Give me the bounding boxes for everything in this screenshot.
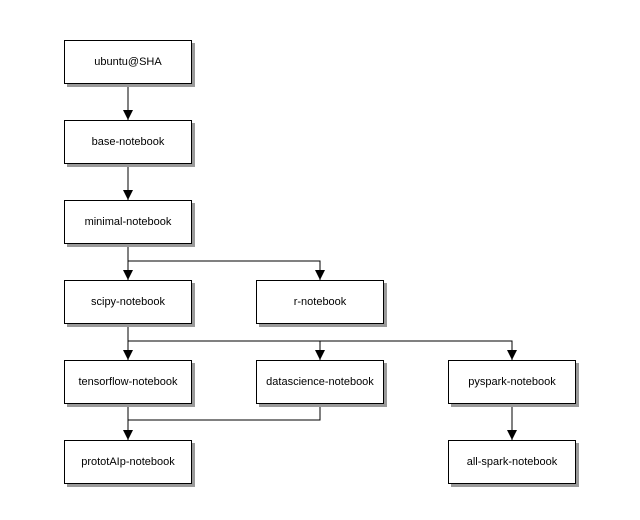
node-pyspark-notebook: pyspark-notebook: [448, 360, 576, 404]
node-r-notebook: r-notebook: [256, 280, 384, 324]
node-label: base-notebook: [91, 136, 165, 148]
node-label: r-notebook: [293, 296, 347, 308]
node-ubuntu: ubuntu@SHA: [64, 40, 192, 84]
node-prototaip-notebook: prototAIp-notebook: [64, 440, 192, 484]
node-label: minimal-notebook: [84, 216, 172, 228]
node-scipy-notebook: scipy-notebook: [64, 280, 192, 324]
node-all-spark-notebook: all-spark-notebook: [448, 440, 576, 484]
node-datascience-notebook: datascience-notebook: [256, 360, 384, 404]
edge-minimal-r: [128, 260, 325, 280]
node-minimal-notebook: minimal-notebook: [64, 200, 192, 244]
edge-scipy-pyspark: [320, 340, 517, 360]
node-label: scipy-notebook: [91, 296, 165, 308]
node-label: all-spark-notebook: [466, 456, 558, 468]
node-label: tensorflow-notebook: [78, 376, 178, 388]
node-tensorflow-notebook: tensorflow-notebook: [64, 360, 192, 404]
edge-scipy-datascience: [128, 340, 325, 360]
node-label: datascience-notebook: [266, 376, 374, 388]
edge-datascience-prototaip: [128, 404, 321, 421]
node-base-notebook: base-notebook: [64, 120, 192, 164]
node-label: pyspark-notebook: [468, 376, 556, 388]
node-label: prototAIp-notebook: [81, 456, 175, 468]
node-label: ubuntu@SHA: [94, 56, 162, 68]
